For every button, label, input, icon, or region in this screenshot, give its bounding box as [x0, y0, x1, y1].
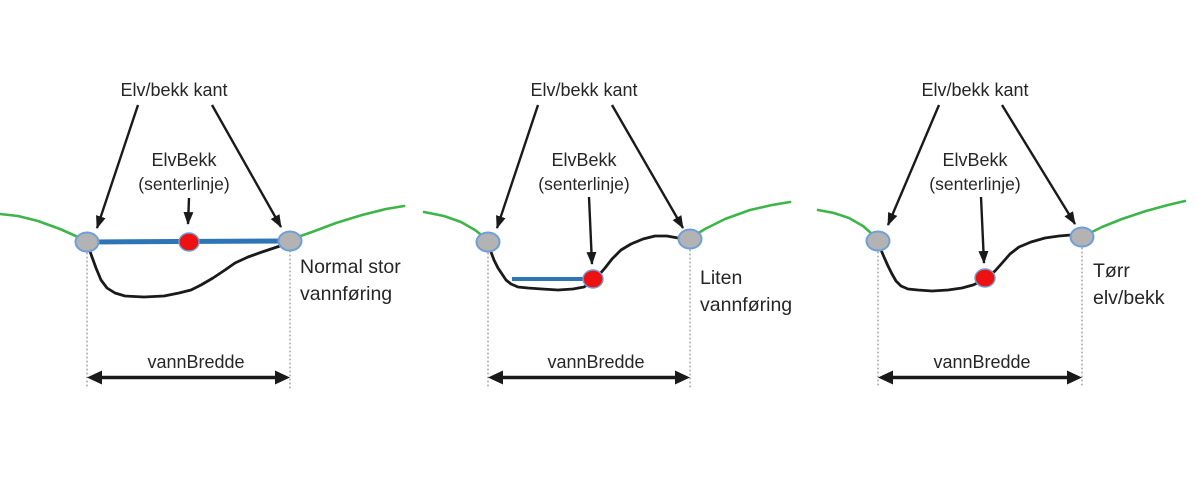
width-arrowhead-right: [1067, 370, 1082, 385]
width-arrowhead-right: [275, 370, 290, 385]
centerline-arrow: [183, 197, 194, 225]
edge-marker-right: [277, 230, 303, 252]
edge-marker-right: [677, 228, 703, 250]
channel-profile: [486, 234, 690, 292]
edge-arrow-right: [210, 104, 283, 228]
flow-state-label-line2: vannføring: [700, 294, 792, 316]
centerline-point: [582, 269, 604, 289]
width-label: vannBredde: [547, 352, 644, 372]
centerline-point: [974, 268, 996, 288]
width-arrowhead-left: [488, 370, 503, 385]
edge-label: Elv/bekk kant: [530, 80, 637, 100]
flow-state-label-line2: elv/bekk: [1093, 287, 1165, 309]
centerline-label: ElvBekk: [151, 150, 217, 170]
terrain-line-right: [290, 204, 406, 241]
width-arrowhead-left: [878, 370, 893, 385]
edge-marker-left: [475, 231, 501, 253]
width-arrowhead-right: [675, 370, 690, 385]
terrain-line-left: [0, 212, 89, 243]
centerline-sublabel: (senterlinje): [929, 174, 1020, 194]
width-arrowhead-left: [87, 370, 102, 385]
edge-arrow-left: [95, 104, 140, 229]
centerline-point: [178, 232, 200, 252]
edge-arrow-right: [610, 104, 685, 229]
width-label: vannBredde: [147, 352, 244, 372]
edge-label: Elv/bekk kant: [120, 80, 227, 100]
edge-marker-left: [74, 231, 100, 253]
channel-profile: [86, 241, 291, 299]
centerline-sublabel: (senterlinje): [538, 174, 629, 194]
centerline-sublabel: (senterlinje): [138, 174, 229, 194]
flow-state-label-line2: vannføring: [300, 283, 392, 305]
centerline-label: ElvBekk: [551, 150, 617, 170]
panel-liten-vannforing: Elv/bekk kant ElvBekk (senterlinje) Lite…: [422, 80, 792, 389]
centerline-arrow: [586, 196, 597, 265]
channel-profile: [876, 233, 1083, 293]
flow-state-label-line1: Liten: [700, 267, 742, 289]
edge-arrow-left: [886, 104, 941, 226]
edge-marker-right: [1069, 226, 1095, 248]
terrain-line-right: [690, 200, 792, 239]
flow-state-label-line1: Tørr: [1093, 260, 1130, 282]
panel-normal-stor-vannforing: Elv/bekk kant ElvBekk (senterlinje) Norm…: [0, 80, 406, 389]
flow-state-label-line1: Normal stor: [300, 256, 401, 278]
centerline-arrow: [978, 196, 989, 264]
edge-arrow-right: [1000, 104, 1077, 225]
edge-label: Elv/bekk kant: [921, 80, 1028, 100]
edge-arrow-left: [495, 104, 540, 229]
centerline-label: ElvBekk: [942, 150, 1008, 170]
panel-torr-elv-bekk: Elv/bekk kant ElvBekk (senterlinje) Tørr…: [816, 80, 1187, 389]
terrain-line-right: [1084, 199, 1187, 237]
width-label: vannBredde: [933, 352, 1030, 372]
edge-marker-left: [865, 230, 891, 252]
